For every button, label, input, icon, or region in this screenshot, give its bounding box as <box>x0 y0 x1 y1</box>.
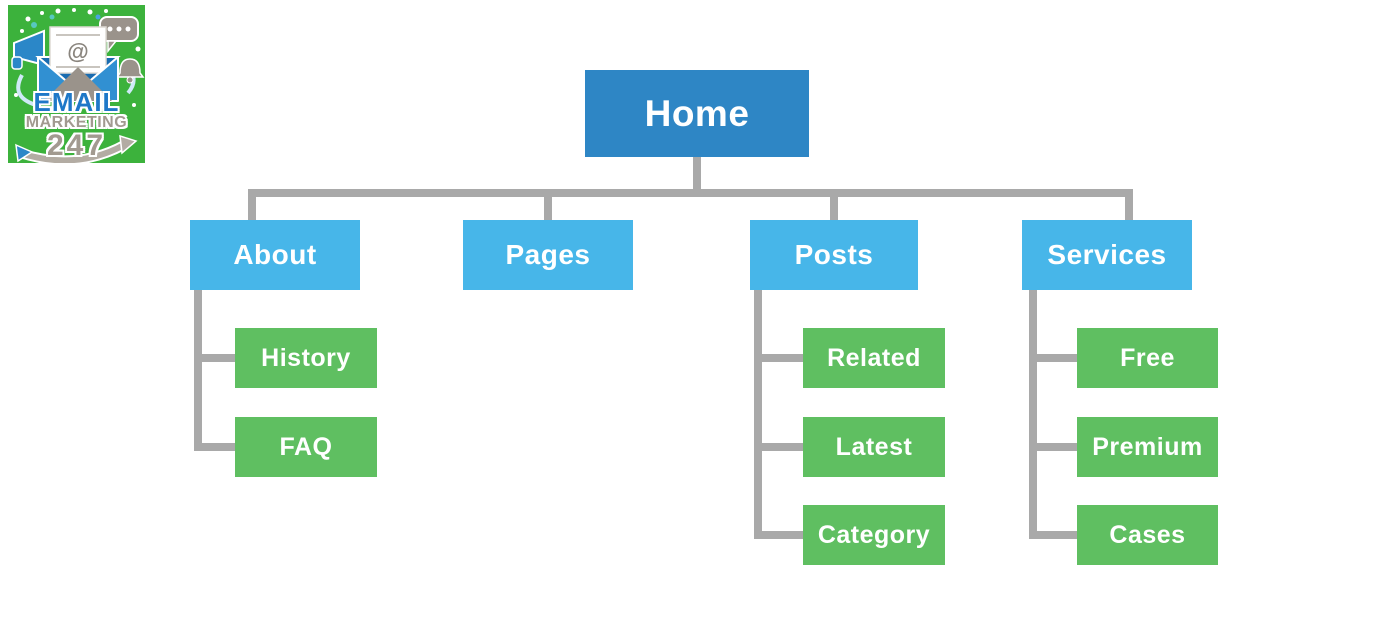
logo-text-email: EMAIL <box>33 87 120 117</box>
node-category-label: Category <box>817 520 931 549</box>
connector-stub-category <box>754 531 803 539</box>
connector-about-children <box>194 290 202 451</box>
connector-stub-related <box>754 354 803 362</box>
node-history-label: History <box>261 343 351 372</box>
connector-home-stem <box>693 157 701 193</box>
node-related: Related <box>803 328 945 388</box>
node-services-label: Services <box>1047 239 1167 270</box>
connector-services-children <box>1029 290 1037 539</box>
connector-stub-latest <box>754 443 803 451</box>
connector-drop-about <box>248 193 256 220</box>
logo-text-247: 247 <box>46 129 107 162</box>
node-cases: Cases <box>1077 505 1218 565</box>
node-premium: Premium <box>1077 417 1218 477</box>
node-home: Home <box>585 70 809 157</box>
connector-posts-children <box>754 290 762 539</box>
node-posts-label: Posts <box>794 239 874 270</box>
node-category: Category <box>803 505 945 565</box>
envelope-icon: @ <box>35 26 121 102</box>
connector-stub-faq <box>194 443 235 451</box>
node-home-label: Home <box>644 92 750 134</box>
node-faq: FAQ <box>235 417 377 477</box>
node-faq-label: FAQ <box>279 432 333 461</box>
bell-icon <box>115 58 145 84</box>
node-latest: Latest <box>803 417 945 477</box>
node-cases-label: Cases <box>1109 520 1186 549</box>
logo-artwork: @ <box>11 8 145 163</box>
logo-text-marketing: MARKETING <box>25 114 128 131</box>
connector-stub-history <box>194 354 235 362</box>
node-free-label: Free <box>1120 343 1175 372</box>
node-posts: Posts <box>750 220 918 290</box>
node-latest-label: Latest <box>835 432 913 461</box>
node-related-label: Related <box>827 343 921 372</box>
connector-drop-posts <box>830 193 838 220</box>
connector-stub-cases <box>1029 531 1077 539</box>
connector-main-horizontal <box>248 189 1133 197</box>
node-pages: Pages <box>463 220 633 290</box>
node-free: Free <box>1077 328 1218 388</box>
swoosh-arrow-icon <box>15 134 138 163</box>
node-pages-label: Pages <box>505 239 591 270</box>
node-services: Services <box>1022 220 1192 290</box>
at-sign: @ <box>67 39 88 64</box>
connector-drop-services <box>1125 193 1133 220</box>
connector-stub-premium <box>1029 443 1077 451</box>
node-premium-label: Premium <box>1092 432 1203 461</box>
logo-email-marketing-247: @ EMAIL MARKETING 247 <box>8 5 145 163</box>
connector-drop-pages <box>544 193 552 220</box>
connector-stub-free <box>1029 354 1077 362</box>
node-history: History <box>235 328 377 388</box>
node-about-label: About <box>233 239 317 270</box>
node-about: About <box>190 220 360 290</box>
